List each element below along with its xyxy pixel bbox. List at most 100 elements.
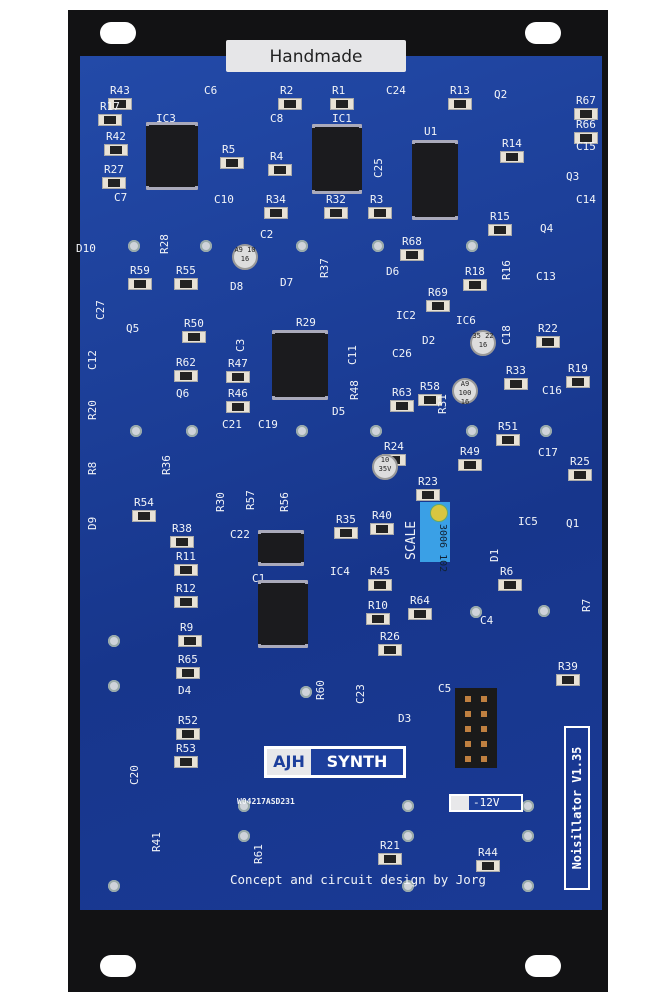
silkscreen-label-r55: R55 [176,264,196,277]
silkscreen-label-r49: R49 [460,445,480,458]
resistor-r40 [370,523,394,535]
silkscreen-label-r62: R62 [176,356,196,369]
mounting-slot [100,22,136,44]
silkscreen-label-c27: C27 [94,300,107,320]
header-pin [465,726,471,732]
solder-pad [296,425,308,437]
ic5-chip [258,530,304,566]
silkscreen-label-r32: R32 [326,193,346,206]
resistor-r39 [556,674,580,686]
silkscreen-label-d2: D2 [422,334,436,347]
silkscreen-label-d4: D4 [178,684,192,697]
circuit-board [80,56,602,910]
solder-pad [238,830,250,842]
trimmer-screw-icon[interactable] [430,504,448,522]
scale-trimmer-potentiometer[interactable]: 3006 102 [420,502,450,572]
silkscreen-label-c12: C12 [86,350,99,370]
solder-pad [522,830,534,842]
silkscreen-label-c22: C22 [230,528,250,541]
silkscreen-label-r56: R56 [278,492,291,512]
silkscreen-label-r18: R18 [465,265,485,278]
resistor-r3 [368,207,392,219]
handmade-label: Handmade [226,40,406,72]
resistor-r21 [378,853,402,865]
serial-number: W04217ASD231 [237,797,295,806]
voltage-marker: -12V [449,794,523,812]
resistor-r52 [176,728,200,740]
resistor-r34 [264,207,288,219]
solder-pad [108,880,120,892]
silkscreen-label-r63: R63 [392,386,412,399]
silkscreen-label-r15: R15 [490,210,510,223]
silkscreen-label-d3: D3 [398,712,412,725]
silkscreen-label-q1: Q1 [566,517,580,530]
silkscreen-label-c8: C8 [270,112,284,125]
silkscreen-label-c17: C17 [538,446,558,459]
solder-pad [538,605,550,617]
silkscreen-label-r29: R29 [296,316,316,329]
solder-pad [296,240,308,252]
silkscreen-label-r10: R10 [368,599,388,612]
silkscreen-label-r57: R57 [244,490,257,510]
capacitor-c2: A9 10 16 [232,244,258,270]
silkscreen-label-c16: C16 [542,384,562,397]
silkscreen-label-r4: R4 [270,150,284,163]
silkscreen-label-r40: R40 [372,509,392,522]
resistor-r45 [368,579,392,591]
resistor-r49 [458,459,482,471]
silkscreen-label-r65: R65 [178,653,198,666]
silkscreen-label-ic1: IC1 [332,112,352,125]
silkscreen-label-q5: Q5 [126,322,140,335]
silkscreen-label-c11: C11 [346,345,359,365]
silkscreen-label-r31: R31 [436,394,449,414]
u1-chip [412,140,458,220]
trimmer-marking: 3006 102 [437,524,448,573]
silkscreen-label-d7: D7 [280,276,294,289]
silkscreen-label-r3: R3 [370,193,384,206]
silkscreen-label-r16: R16 [500,260,513,280]
silkscreen-label-c25: C25 [372,158,385,178]
silkscreen-label-r19: R19 [568,362,588,375]
silkscreen-label-q3: Q3 [566,170,580,183]
header-pin [481,696,487,702]
silkscreen-label-d6: D6 [386,265,400,278]
solder-pad [108,680,120,692]
silkscreen-label-r23: R23 [418,475,438,488]
silkscreen-label-r46: R46 [228,387,248,400]
solder-pad [402,830,414,842]
silkscreen-label-r67: R67 [576,94,596,107]
logo-right: SYNTH [311,749,403,775]
silkscreen-label-c10: C10 [214,193,234,206]
ic2-chip [272,330,328,400]
silkscreen-label-ic4: IC4 [330,565,350,578]
header-pin [481,741,487,747]
silkscreen-label-q6: Q6 [176,387,190,400]
solder-pad [402,880,414,892]
silkscreen-label-r12: R12 [176,582,196,595]
silkscreen-label-r20: R20 [86,400,99,420]
silkscreen-label-c4: C4 [480,614,494,627]
silkscreen-label-r39: R39 [558,660,578,673]
resistor-r42 [104,144,128,156]
ic4-chip [258,580,308,648]
silkscreen-label-r68: R68 [402,235,422,248]
silkscreen-label-r26: R26 [380,630,400,643]
solder-pad [186,425,198,437]
header-pin [481,756,487,762]
resistor-r50 [182,331,206,343]
header-pin [481,711,487,717]
silkscreen-label-r7: R7 [580,598,593,612]
resistor-r38 [170,536,194,548]
solder-pad [300,686,312,698]
solder-pad [466,425,478,437]
silkscreen-label-c19: C19 [258,418,278,431]
silkscreen-label-r30: R30 [214,492,227,512]
resistor-r32 [324,207,348,219]
solder-pad [128,240,140,252]
scale-label: SCALE [404,520,419,560]
silkscreen-label-c26: C26 [392,347,412,360]
silkscreen-label-r60: R60 [314,680,327,700]
capacitor-c17: 10 35V [372,454,398,480]
silkscreen-label-c13: C13 [536,270,556,283]
silkscreen-label-r53: R53 [176,742,196,755]
